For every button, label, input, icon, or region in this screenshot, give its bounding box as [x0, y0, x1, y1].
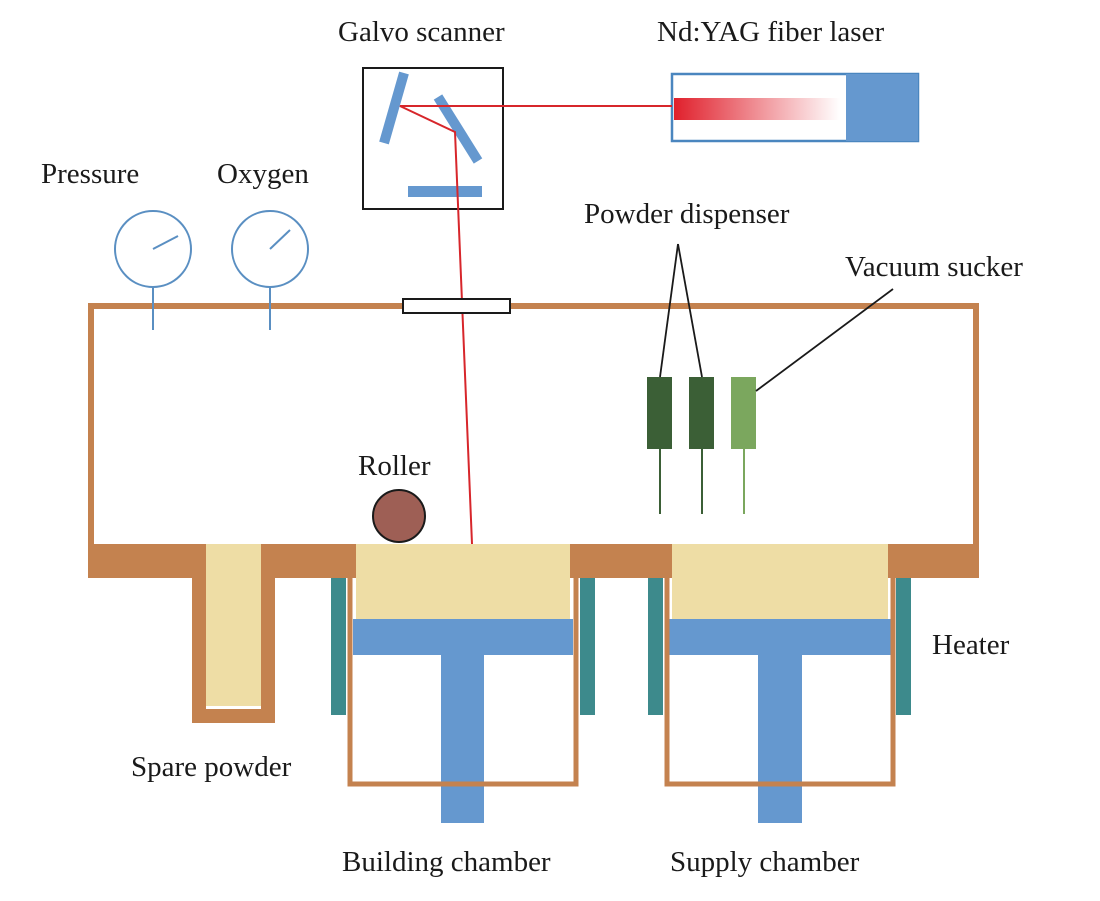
label-powder-dispenser: Powder dispenser — [584, 198, 790, 230]
chamber-top-wall — [88, 303, 979, 578]
label-vacuum-sucker: Vacuum sucker — [845, 251, 1023, 283]
heater-supply-right — [896, 578, 911, 715]
laser-window — [402, 298, 511, 314]
vacuum-sucker-leader — [755, 288, 894, 392]
floor-mid-left — [262, 544, 356, 578]
building-piston-rod — [441, 655, 484, 823]
supply-piston-plate — [669, 619, 891, 655]
dispenser-leader-2 — [677, 243, 703, 378]
supply-powder-bed — [672, 544, 888, 619]
label-building-chamber: Building chamber — [342, 846, 551, 878]
label-roller: Roller — [358, 450, 431, 482]
spare-powder-walls — [192, 544, 275, 723]
oxygen-gauge — [231, 210, 309, 330]
pressure-gauge-needle — [152, 235, 179, 250]
laser-head — [846, 74, 918, 141]
floor-left — [88, 544, 206, 578]
powder-dispensers — [647, 377, 714, 514]
building-chamber — [331, 544, 595, 823]
building-powder-bed — [356, 544, 570, 619]
galvo-mirror-1 — [379, 71, 409, 145]
supply-chamber — [648, 544, 911, 823]
roller — [372, 489, 426, 543]
laser-source — [670, 72, 920, 143]
oxygen-gauge-needle — [269, 229, 291, 250]
galvo-mirror-3 — [408, 186, 482, 197]
label-spare-powder: Spare powder — [131, 751, 292, 783]
building-piston-plate — [353, 619, 573, 655]
spare-powder-fill — [206, 544, 262, 706]
spare-powder-well — [192, 544, 275, 723]
floor-right — [888, 544, 979, 578]
label-galvo-scanner: Galvo scanner — [338, 16, 505, 48]
leader-lines — [659, 243, 894, 392]
label-pressure: Pressure — [41, 158, 139, 190]
label-laser: Nd:YAG fiber laser — [657, 16, 884, 48]
dispenser-leader-1 — [659, 243, 679, 378]
supply-piston-rod — [758, 655, 802, 823]
laser-beam-gradient — [674, 98, 840, 120]
heater-building-right — [580, 578, 595, 715]
heater-building-left — [331, 578, 346, 715]
floor-mid — [570, 544, 672, 578]
building-chamber-walls — [347, 578, 579, 787]
pressure-gauge — [114, 210, 192, 330]
supply-chamber-walls — [664, 578, 896, 787]
powder-dispenser-2 — [689, 377, 714, 449]
heater-supply-left — [648, 578, 663, 715]
build-chamber-enclosure — [88, 298, 979, 578]
vacuum-sucker-body — [731, 377, 756, 449]
label-heater: Heater — [932, 629, 1010, 661]
galvo-scanner — [362, 67, 504, 210]
label-oxygen: Oxygen — [217, 158, 309, 190]
vacuum-sucker — [731, 377, 756, 514]
label-supply-chamber: Supply chamber — [670, 846, 860, 878]
galvo-mirror-2 — [433, 94, 483, 164]
laser-beam-path — [399, 105, 672, 545]
powder-dispenser-1 — [647, 377, 672, 449]
